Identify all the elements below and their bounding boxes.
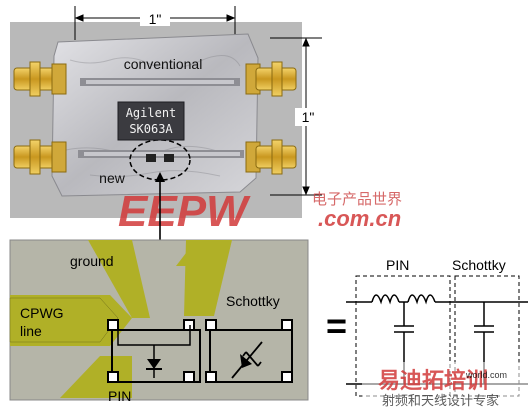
agilent-chip	[117, 101, 185, 141]
ground-label: ground	[70, 253, 114, 269]
eepw-url-watermark: .com.cn	[318, 206, 401, 231]
new-schottky-chip	[164, 154, 174, 162]
schottky-diode-symbol	[231, 341, 263, 379]
sma-connector-bottom-right	[245, 139, 297, 175]
new-label: new	[99, 170, 126, 186]
cpwg-line	[9, 240, 222, 398]
width-label-bg	[140, 10, 170, 26]
cpwg-label-line1: CPWG	[20, 305, 64, 321]
chip-label-line2: SK063A	[129, 122, 173, 136]
chip-label-line1: Agilent	[126, 106, 177, 120]
height-label-bg	[295, 108, 321, 126]
pin-diode-symbol	[146, 359, 162, 370]
sma-connector-top-right	[245, 61, 297, 97]
bottom-cn-watermark: 易迪拓培训	[378, 368, 488, 394]
schottky-layout-label: Schottky	[226, 293, 280, 309]
sma-connector-bottom-left	[13, 139, 67, 175]
schematic-pin-label: PIN	[386, 257, 409, 273]
cpwg-label-line2: line	[20, 323, 42, 339]
new-detector-highlight	[129, 139, 191, 181]
new-trace-center	[84, 152, 240, 156]
conventional-label: conventional	[124, 56, 203, 72]
height-label: 1"	[302, 109, 315, 125]
bottom-cn-subtitle-watermark: 射频和天线设计专家	[382, 393, 499, 409]
sma-connector-top-left	[13, 61, 67, 97]
eepw-cn-watermark: 电子产品世界	[312, 190, 402, 208]
width-label: 1"	[149, 11, 162, 27]
pointer-arrow	[155, 172, 165, 240]
conventional-trace-center	[86, 80, 234, 84]
schottky-diode-package	[205, 319, 293, 383]
eepw-logo-watermark: EEPW	[118, 187, 251, 236]
bottom-watermark-backdrop	[362, 362, 532, 409]
pin-layout-label: PIN	[108, 388, 131, 404]
pin-diode-package	[107, 319, 201, 383]
bottom-url-watermark: world.com	[465, 370, 507, 380]
equals-sign: =	[326, 305, 347, 346]
schematic-schottky-label: Schottky	[452, 257, 506, 273]
schottky-dashed-box	[454, 275, 520, 397]
new-pin-chip	[146, 154, 156, 162]
